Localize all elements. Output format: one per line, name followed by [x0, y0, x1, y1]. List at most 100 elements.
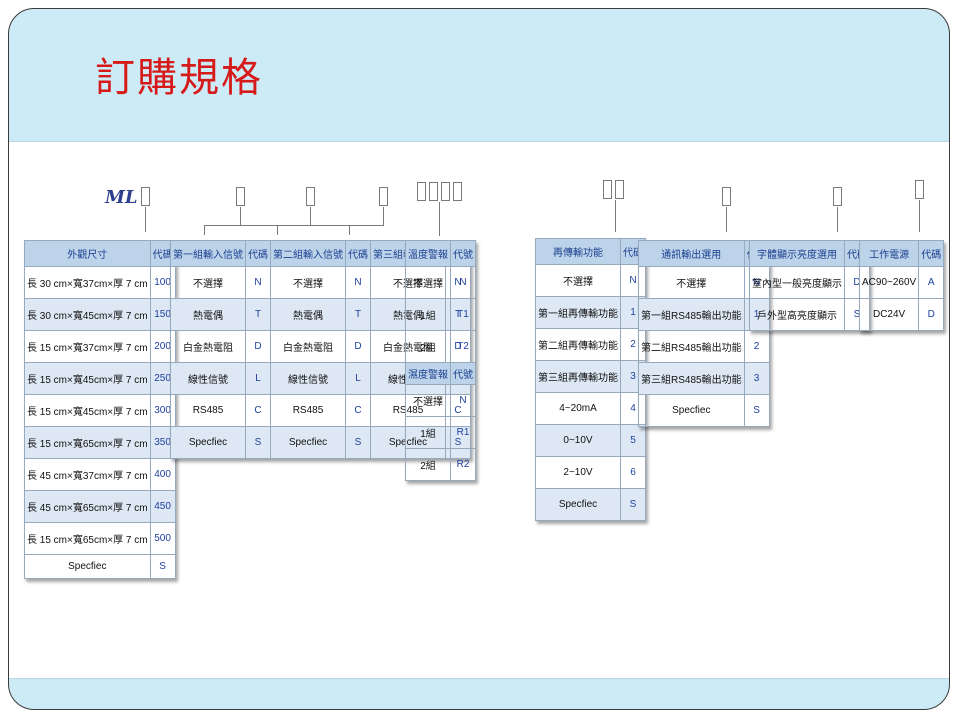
signal-cell: 白金熱電阻: [270, 330, 346, 363]
connector-line: [240, 207, 241, 225]
code-cell: A: [918, 266, 945, 299]
code-box-size: [141, 187, 150, 206]
size-cell: Specfiec: [24, 554, 151, 579]
connector-line: [145, 207, 146, 232]
code-cell: S: [345, 426, 371, 459]
code-box-input-3: [379, 187, 388, 206]
table-header: 第二組輸入信號: [270, 240, 346, 267]
size-cell: 長 15 cm×寬65cm×厚 7 cm: [24, 522, 151, 555]
code-cell: L: [345, 362, 371, 395]
table-header: 代碼: [245, 240, 271, 267]
content-area: ML 外觀尺寸 代碼: [9, 141, 949, 679]
code-cell: T: [345, 298, 371, 331]
function-cell: 0~10V: [535, 424, 621, 457]
power-cell: AC90~260V: [858, 266, 920, 299]
size-cell: 長 15 cm×寬37cm×厚 7 cm: [24, 330, 151, 363]
table-header-row: 字體顯示亮度選用 代碼: [749, 240, 870, 267]
table-header: 字體顯示亮度選用: [749, 240, 845, 267]
code-box-retrans-2: [615, 180, 624, 199]
size-cell: 長 30 cm×寬37cm×厚 7 cm: [24, 266, 151, 299]
connector-line: [439, 202, 440, 236]
code-cell: N: [450, 384, 476, 417]
code-cell: T1: [450, 298, 476, 331]
size-cell: 長 15 cm×寬45cm×厚 7 cm: [24, 394, 151, 427]
signal-cell: Specfiec: [270, 426, 346, 459]
function-cell: 第三組再傳輸功能: [535, 360, 621, 393]
power-cell: DC24V: [858, 298, 920, 331]
code-cell: 5: [620, 424, 646, 457]
size-cell: 長 30 cm×寬45cm×厚 7 cm: [24, 298, 151, 331]
function-cell: Specfiec: [535, 488, 621, 521]
code-cell: T2: [450, 330, 476, 363]
output-cell: Specfiec: [638, 394, 745, 427]
table-header: 代碼: [345, 240, 371, 267]
code-cell: 2: [743, 330, 770, 363]
code-box-alarm-3: [441, 182, 450, 201]
code-cell: 500: [149, 522, 176, 555]
code-cell: 450: [149, 490, 176, 523]
function-cell: 2~10V: [535, 456, 621, 489]
model-prefix: ML: [105, 187, 138, 208]
connector-line: [277, 225, 278, 235]
code-cell: L: [245, 362, 271, 395]
table-header-row: 工作電源 代碼: [858, 240, 945, 267]
alarm-cell: 2組: [405, 448, 451, 481]
code-cell: R1: [450, 416, 476, 449]
alarm-cell: 1組: [405, 416, 451, 449]
table-subheader-row: 濕度警報代號: [405, 362, 476, 385]
signal-cell: 熱電偶: [270, 298, 346, 331]
size-cell: 長 45 cm×寬65cm×厚 7 cm: [24, 490, 151, 523]
connector-line: [349, 225, 350, 235]
code-cell: R2: [450, 448, 476, 481]
output-cell: 第二組RS485輸出功能: [638, 330, 745, 363]
alarm-cell: 1組: [405, 298, 451, 331]
table-header: 代碼: [918, 240, 945, 267]
table-header: 代號: [450, 240, 476, 267]
code-box-alarm-4: [453, 182, 462, 201]
output-cell: 不選擇: [638, 266, 745, 299]
code-box-input-1: [236, 187, 245, 206]
code-cell: 6: [620, 456, 646, 489]
signal-cell: Specfiec: [170, 426, 246, 459]
slide-title: 訂購規格: [95, 55, 263, 101]
connector-line: [383, 207, 384, 225]
connector-line: [204, 225, 384, 226]
size-cell: 長 15 cm×寬65cm×厚 7 cm: [24, 426, 151, 459]
code-cell: N: [345, 266, 371, 299]
connector-line: [310, 207, 311, 225]
table-header: 代號: [450, 362, 476, 385]
code-cell: 3: [743, 362, 770, 395]
table-header-row: 再傳輸功能 代碼: [535, 238, 646, 265]
table-header-row: 溫度警報 代號: [405, 240, 476, 267]
connector-line: [919, 200, 920, 232]
alarm-cell: 2組: [405, 330, 451, 363]
connector-line: [204, 225, 205, 235]
signal-cell: 線性信號: [270, 362, 346, 395]
code-cell: N: [450, 266, 476, 299]
code-cell: D: [345, 330, 371, 363]
signal-cell: RS485: [270, 394, 346, 427]
table-header-row: 通訊輸出選用 代碼: [638, 240, 770, 267]
signal-cell: 不選擇: [170, 266, 246, 299]
code-cell: S: [245, 426, 271, 459]
